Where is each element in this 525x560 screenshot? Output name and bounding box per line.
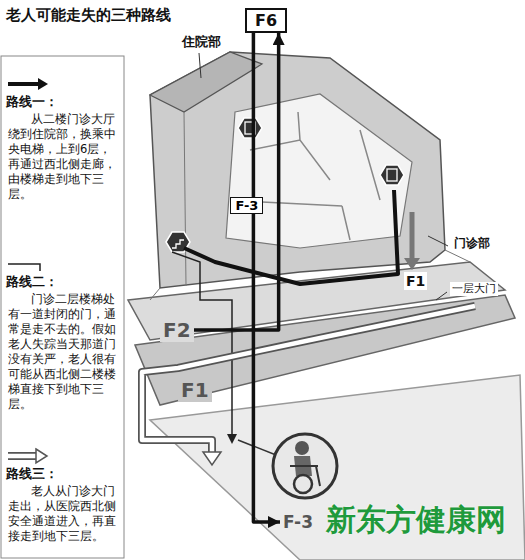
legend-label: 路线二： <box>6 274 58 290</box>
legend-sample <box>8 454 37 459</box>
node-text: F2 <box>163 318 191 342</box>
route-description: 门诊二层楼梯处有一道封闭的门，通常是走不去的。假如老人失踪当天那道门没有关严，老… <box>8 292 120 412</box>
building-label: 住院部 <box>180 34 223 51</box>
wheelchair <box>290 466 320 486</box>
leader-line <box>428 236 448 246</box>
chart-title: 老人可能走失的三种路线 <box>6 6 171 26</box>
legend-sample <box>38 78 48 90</box>
route-three-path <box>142 306 475 452</box>
node-text: F-3 <box>283 512 313 532</box>
lift-icon <box>387 169 397 181</box>
building-edge <box>150 112 470 300</box>
legend-sample <box>36 449 47 463</box>
lift-icon <box>380 165 404 185</box>
watermark: 新东方健康网 <box>326 500 506 539</box>
route-two-path <box>172 252 232 436</box>
legend-label: 路线一： <box>6 94 58 110</box>
route-one-path <box>184 190 398 284</box>
entrance-label: 一层大门 <box>450 282 498 296</box>
legend-sample <box>8 264 40 271</box>
route-arrow <box>194 33 279 330</box>
lift-icon <box>238 118 262 138</box>
building-label: 门诊部 <box>452 236 492 252</box>
stairs-icon <box>172 240 184 248</box>
route-arrow <box>253 33 280 522</box>
floor-label: F1 <box>404 272 427 290</box>
legend-sample <box>8 82 38 86</box>
route-two-arrowhead <box>227 434 237 444</box>
wheelchair <box>294 475 312 493</box>
node-text: F6 <box>255 11 277 30</box>
floor-band: F2 <box>160 318 194 342</box>
floor-arrow <box>404 258 420 270</box>
leader-line <box>238 440 276 455</box>
route-three-arrowhead <box>203 452 221 465</box>
node-text: F1 <box>181 378 209 402</box>
lift-icon <box>238 118 262 138</box>
inpatient-block <box>150 52 262 112</box>
leader-line <box>199 53 201 78</box>
route-label: F-3 <box>230 197 263 214</box>
route-three-path <box>142 306 475 453</box>
floor-band: F1 <box>178 378 212 402</box>
text-panel <box>1 56 124 558</box>
floor-arrow <box>410 212 415 260</box>
floor-band: F-3 <box>280 512 316 532</box>
lift-icon <box>380 165 404 185</box>
route-description: 老人从门诊大门走出，从医院西北侧安全通道进入，再直接走到地下三层。 <box>8 484 120 544</box>
building-mass <box>150 52 445 288</box>
route-description: 从二楼门诊大厅绕到住院部，换乘中央电梯，上到6层，再通过西北侧走廊，由楼梯走到地… <box>8 112 120 202</box>
legend-label: 路线三： <box>6 466 58 482</box>
legend-sample <box>8 452 36 460</box>
figure <box>295 441 309 455</box>
basement-slab <box>150 375 525 560</box>
magnifier-circle <box>273 434 337 498</box>
corridor-walls <box>250 112 380 240</box>
floor-box: F6 <box>245 8 287 33</box>
leader-line <box>436 292 447 300</box>
